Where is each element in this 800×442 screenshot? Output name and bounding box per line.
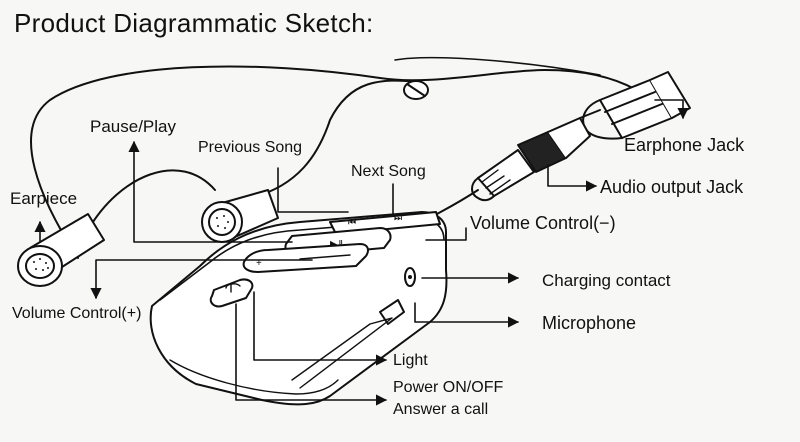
leader-volume-minus xyxy=(425,227,467,241)
label-earphone-jack: Earphone Jack xyxy=(624,135,745,155)
label-answer-call: Answer a call xyxy=(393,401,489,418)
leader-previous-song xyxy=(277,167,349,213)
page-title: Product Diagrammatic Sketch: xyxy=(14,8,374,38)
label-charging-contact: Charging contact xyxy=(542,271,671,290)
leader-volume-plus xyxy=(90,259,313,300)
earpiece-left xyxy=(17,213,105,287)
svg-text:+: + xyxy=(256,258,262,269)
svg-text:⏭: ⏭ xyxy=(394,213,402,223)
cable-clip xyxy=(403,80,429,100)
leader-light xyxy=(253,291,388,366)
label-next-song: Next Song xyxy=(351,163,426,180)
label-volume-plus: Volume Control(+) xyxy=(12,305,142,322)
power-button xyxy=(209,278,254,308)
svg-text:⏮: ⏮ xyxy=(348,217,356,227)
prev-next-buttons: ⏮ ⏭ xyxy=(329,211,441,235)
label-previous-song: Previous Song xyxy=(198,139,303,156)
label-microphone: Microphone xyxy=(542,313,637,333)
label-light: Light xyxy=(393,352,428,369)
earpiece-right xyxy=(201,189,279,243)
label-power-on-off: Power ON/OFF xyxy=(393,379,504,396)
volume-buttons: + xyxy=(242,243,369,273)
audio-output-jack-plug xyxy=(471,109,601,202)
earphone-cable xyxy=(30,56,641,259)
earphone-jack-plug xyxy=(582,71,691,140)
leader-pause-play xyxy=(128,140,293,243)
label-pause-play: Pause/Play xyxy=(90,117,176,136)
leader-earphone-jack xyxy=(654,99,689,120)
leader-microphone xyxy=(414,302,520,328)
label-audio-output-jack: Audio output Jack xyxy=(600,177,744,197)
leader-power xyxy=(235,303,388,406)
label-earpiece: Earpiece xyxy=(10,189,78,208)
leader-audio-output-jack xyxy=(547,164,598,192)
label-volume-minus: Volume Control(−) xyxy=(470,213,616,233)
